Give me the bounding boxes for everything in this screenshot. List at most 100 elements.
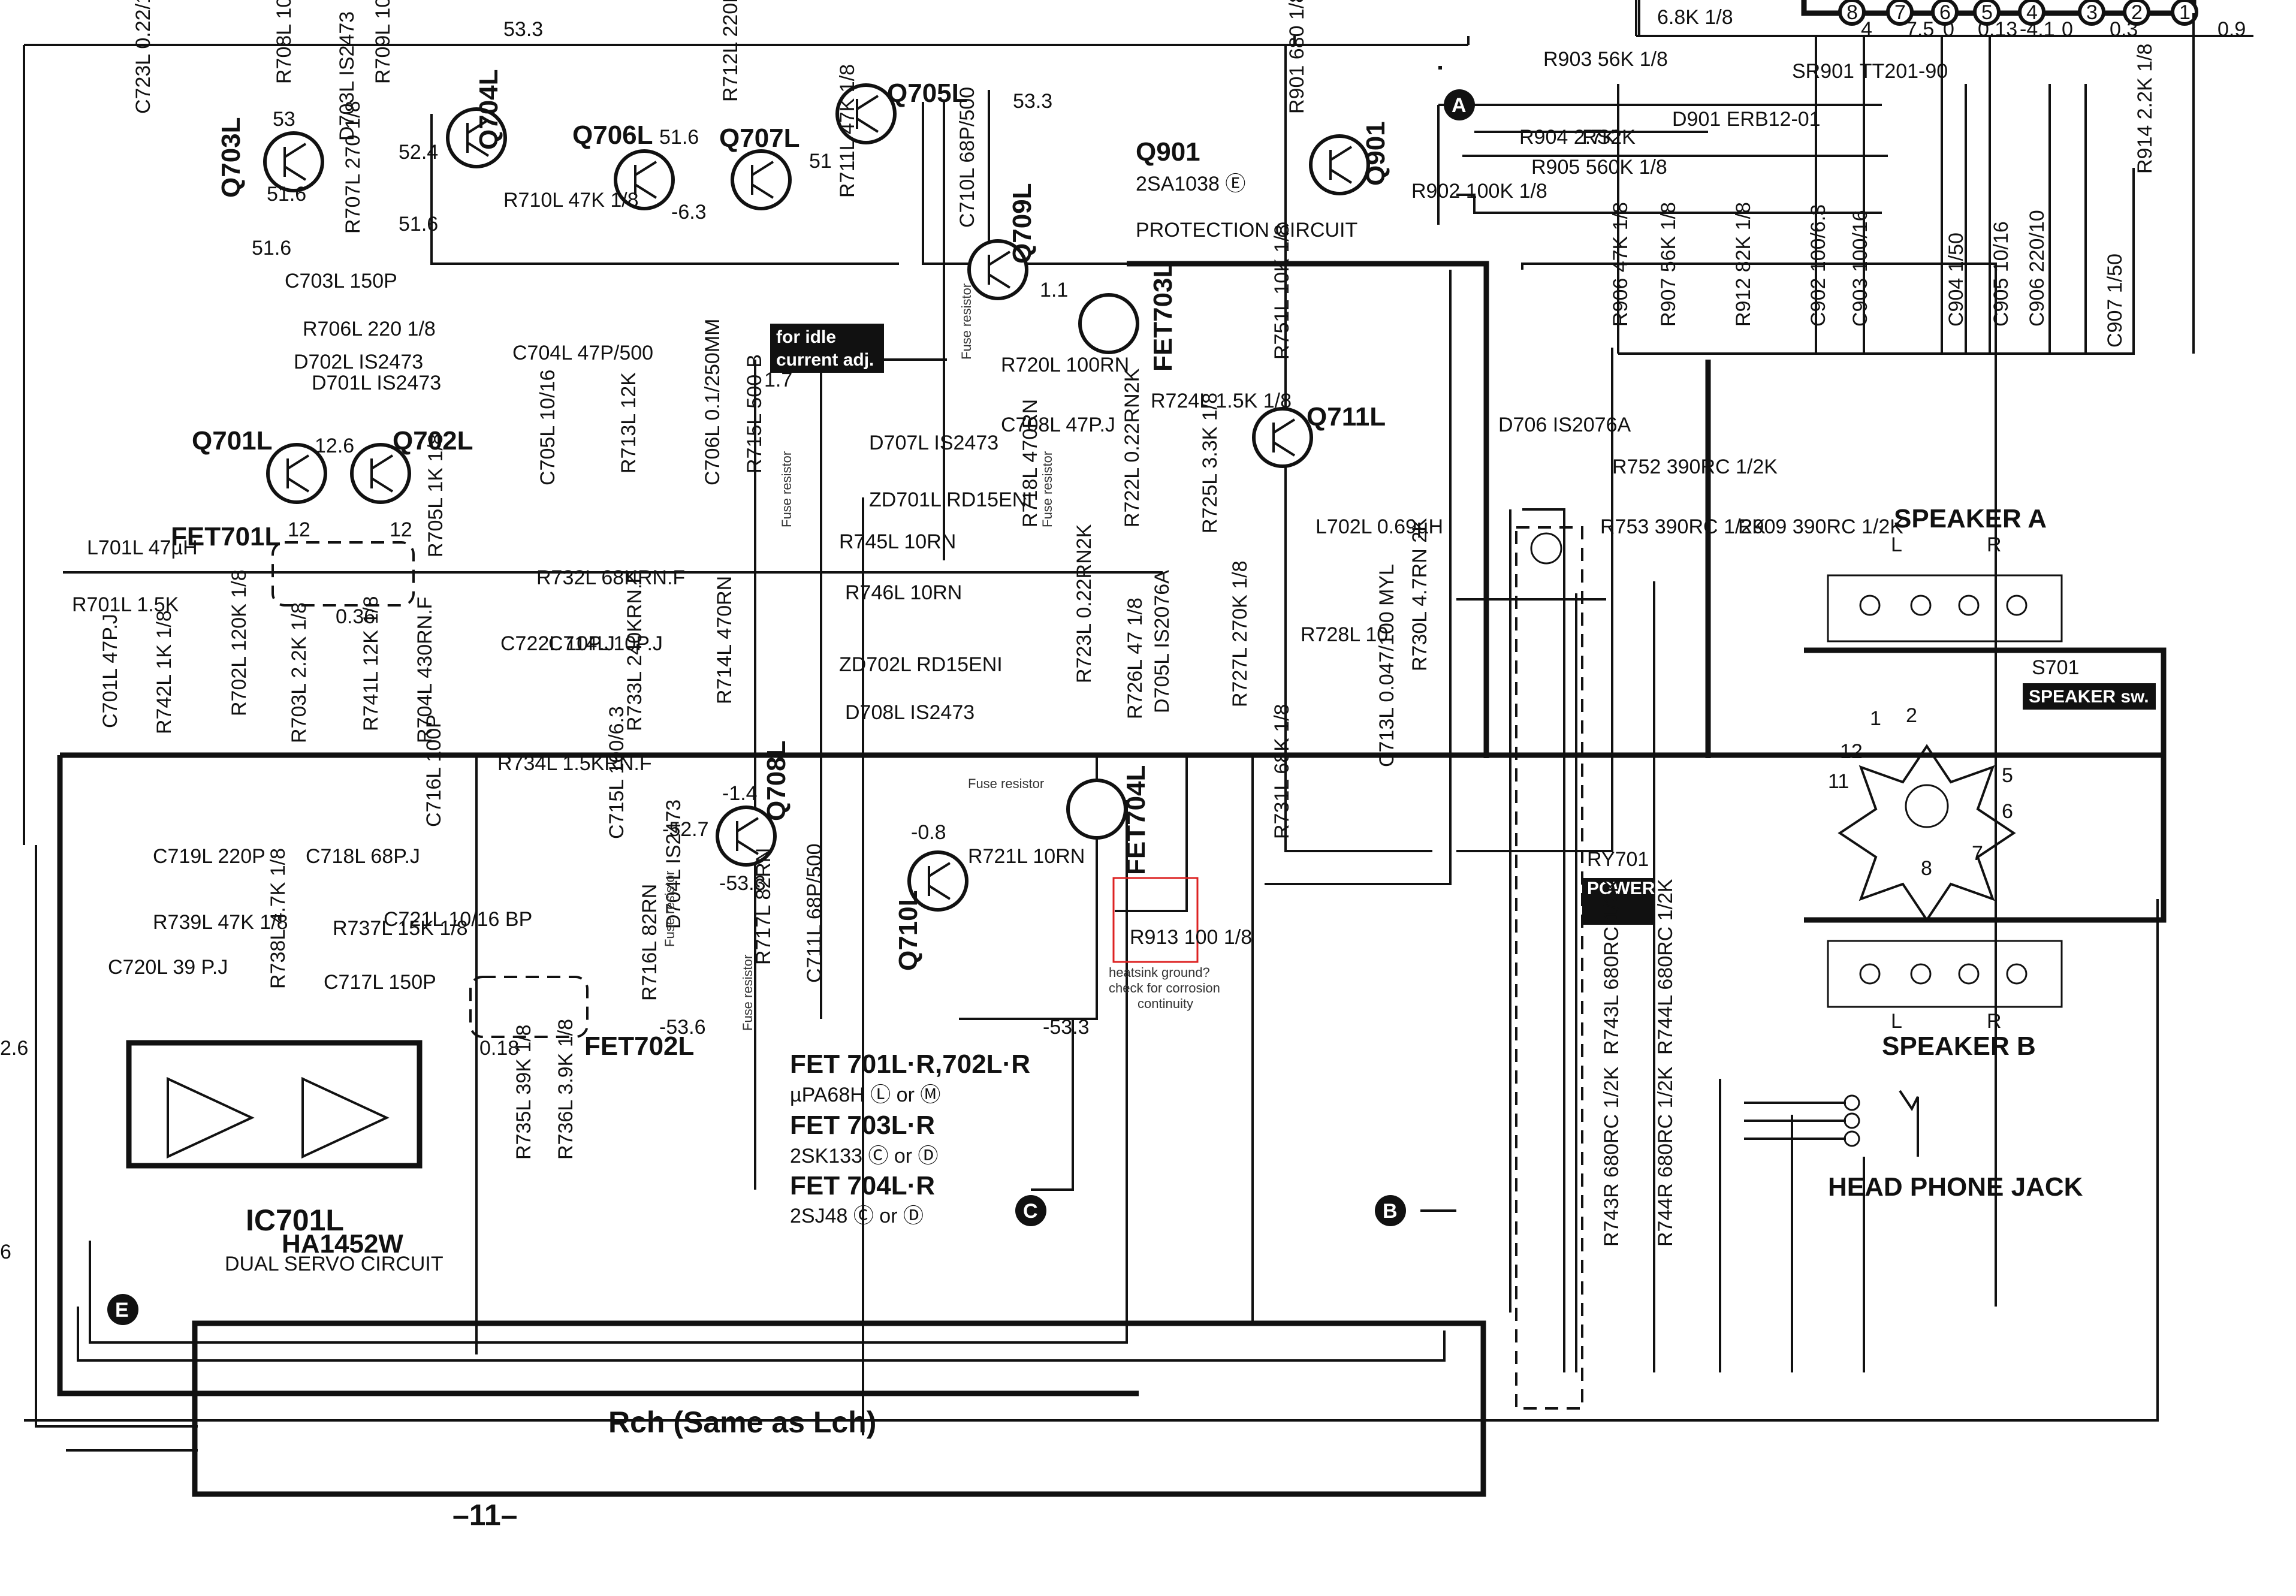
power-relay-text: POWER RELAY bbox=[1587, 879, 1719, 898]
connector-pin-label: 1 bbox=[2179, 1, 2191, 24]
connector-value: 0.3 bbox=[2110, 18, 2138, 41]
voltage-label: 51.6 bbox=[399, 213, 438, 236]
relay-outline bbox=[1515, 526, 1583, 1410]
transistor-label: Q701L bbox=[192, 426, 273, 455]
switch-position: 1 bbox=[1870, 707, 1881, 730]
component-label: D707L IS2473 bbox=[869, 432, 998, 454]
voltage-label: -0.8 bbox=[911, 821, 946, 844]
component-label: ZD701L RD15ENI bbox=[869, 488, 1033, 511]
fuse-resistor-note: Fuse resistor bbox=[779, 451, 794, 527]
component-label: R707L 270 1/8 bbox=[342, 101, 364, 234]
fuse-resistor-note: Fuse resistor bbox=[959, 283, 974, 360]
fet-label: FET703L bbox=[1148, 262, 1178, 372]
component-label: R731L 68K 1/8 bbox=[1271, 704, 1293, 839]
component-label: R710L 47K 1/8 bbox=[503, 189, 639, 212]
protection-network bbox=[1437, 13, 2195, 355]
component-label: R733L 240KRN.F bbox=[623, 571, 646, 731]
connector-pin bbox=[1931, 0, 1959, 26]
ic701l-box bbox=[126, 1040, 423, 1169]
component-label: R711L 47K 1/8 bbox=[836, 64, 859, 198]
speaker-switch-rotor bbox=[1838, 744, 2016, 922]
connector-value: 4 bbox=[1861, 18, 1872, 41]
fet-label: FET702L bbox=[584, 1031, 694, 1061]
voltage-label: -53.3 bbox=[1043, 1016, 1090, 1039]
component-label: R741L 12K 1/8 bbox=[360, 596, 382, 731]
power-relay-label: POWER RELAY RY701 bbox=[1582, 848, 1719, 925]
fet-table: FET 701L·R,702L·R µPA68H Ⓛ or Ⓜ FET 703L… bbox=[790, 1049, 1030, 1227]
component-label: R734L 1.5KRN.F bbox=[497, 752, 652, 775]
q901-part: 2SA1038 Ⓔ bbox=[1136, 173, 1245, 195]
protection-part: 6.8K 1/8 bbox=[1657, 6, 1733, 29]
component-label: C721L 10/16 BP bbox=[384, 908, 532, 931]
component-label: R717L 82RN bbox=[752, 848, 775, 965]
component-label: L701L 47µH bbox=[87, 536, 198, 559]
fet-table-line-6: 2SJ48 Ⓒ or Ⓓ bbox=[790, 1205, 924, 1227]
connector-pin-label: 7 bbox=[1894, 1, 1906, 24]
transistor-label: Q705L bbox=[887, 79, 968, 108]
component-label: C701L 47P.J bbox=[99, 614, 122, 728]
protection-part: R912 82K 1/8 bbox=[1732, 202, 1755, 327]
connector-pin-label: 5 bbox=[1981, 1, 1993, 24]
idle-adjust-label: for idle current adj. bbox=[770, 324, 884, 373]
transistor-label: Q710L bbox=[894, 890, 923, 971]
voltage-label: 0.36 bbox=[336, 605, 375, 628]
q901-title: Q901 bbox=[1136, 137, 1200, 167]
transistor-label: Q703L bbox=[216, 117, 246, 198]
voltage-label: -53.6 bbox=[659, 1016, 706, 1039]
speaker-b-r: R bbox=[1987, 1010, 2002, 1033]
component-label: R722L 0.22RN2K bbox=[1121, 368, 1144, 527]
transistor-label: Q706L bbox=[572, 120, 653, 150]
component-label: C717L 150P bbox=[324, 971, 436, 994]
voltage-label: 12 bbox=[288, 518, 310, 541]
protection-part: R904 2.7K bbox=[1519, 126, 1616, 149]
headphone-title: HEAD PHONE JACK bbox=[1828, 1172, 2083, 1202]
speaker-terminal bbox=[1958, 595, 1980, 616]
protection-title: PROTECTION CIRCUIT bbox=[1136, 219, 1357, 242]
voltage-label: 53 bbox=[273, 108, 295, 131]
voltage-label: -1.4 bbox=[722, 782, 758, 805]
connector-pin bbox=[2078, 0, 2105, 26]
connector-value: 0 bbox=[2062, 18, 2073, 41]
component-label: R713L 12K bbox=[617, 372, 640, 473]
speaker-a-title: SPEAKER A bbox=[1894, 504, 2047, 533]
fet-label: FET704L bbox=[1121, 765, 1151, 875]
fet704l-symbol bbox=[1066, 779, 1127, 840]
component-label: R720L 100RN bbox=[1001, 354, 1129, 376]
transistor-label: Q704L bbox=[474, 69, 503, 150]
component-label: C714L 10P.J bbox=[548, 632, 663, 655]
component-label: D702L IS2473 bbox=[294, 351, 423, 373]
component-label: C723L 0.22/100 MYL bbox=[132, 0, 155, 114]
ic701l-part: HA1452W bbox=[282, 1229, 403, 1259]
component-label: R712L 220RN Fuse resistor bbox=[719, 0, 742, 102]
component-label: R736L 3.9K 1/8 bbox=[554, 1019, 577, 1160]
component-label: C710L 68P/500 bbox=[956, 87, 979, 228]
connector-pin bbox=[1886, 0, 1914, 26]
switch-position: 12 bbox=[1840, 740, 1863, 763]
output-part: R752 390RC 1/2K bbox=[1612, 455, 1778, 478]
component-label: R716L 82RN bbox=[638, 884, 661, 1001]
component-label: R751L 10K 1/8 bbox=[1271, 224, 1293, 360]
component-label: R704L 430RN.F bbox=[414, 597, 436, 743]
node-marker bbox=[1444, 89, 1475, 120]
transistor-label: Q708L bbox=[762, 740, 791, 821]
connector-pin-label: 3 bbox=[2086, 1, 2098, 24]
component-label: R738L 4.7K 1/8 bbox=[267, 848, 289, 989]
output-part: R909 390RC 1/2K bbox=[1738, 515, 1903, 538]
component-label: R724L 1.5K 1/8 bbox=[1151, 390, 1292, 412]
component-label: R718L 470RN bbox=[1019, 399, 1042, 527]
component-label: D703L IS2473 bbox=[336, 11, 358, 141]
output-part: R744R 680RC 1/2K bbox=[1654, 1066, 1677, 1247]
component-label: C719L 220P bbox=[153, 845, 265, 868]
fet-table-line-5: FET 704L·R bbox=[790, 1171, 935, 1200]
protection-part: R906 47K 1/8 bbox=[1609, 202, 1632, 327]
connector-pin bbox=[2171, 0, 2198, 26]
voltage-label: 12.6 bbox=[315, 435, 354, 457]
component-label: R725L 3.3K 1/8 bbox=[1199, 393, 1221, 533]
voltage-label: 12 bbox=[390, 518, 412, 541]
component-label: R708L 100 1/8 bbox=[273, 0, 295, 84]
protection-part: C907 1/50 bbox=[2104, 254, 2126, 348]
voltage-label: 1.1 bbox=[1040, 279, 1068, 301]
relay-coil bbox=[1530, 532, 1562, 565]
speaker-terminal bbox=[1910, 963, 1932, 985]
